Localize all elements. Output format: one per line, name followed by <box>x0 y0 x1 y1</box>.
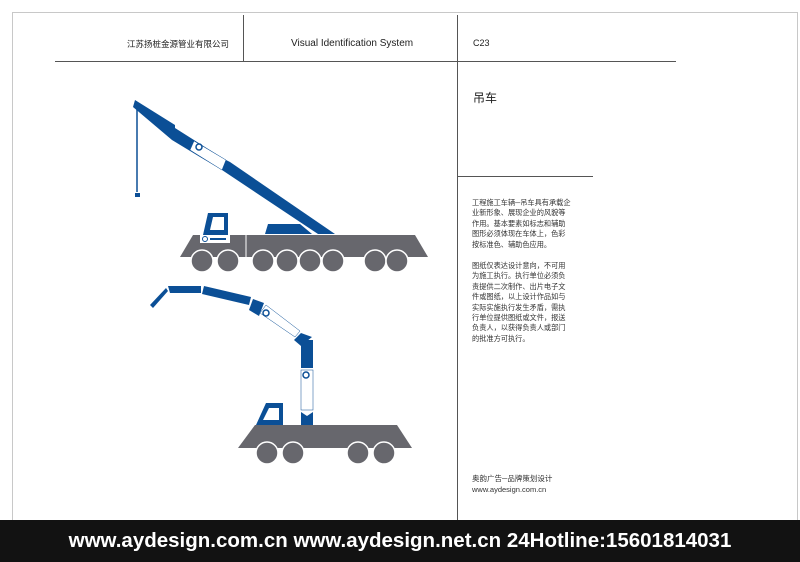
page-code: C23 <box>473 38 490 48</box>
credit-name: 奥韵广告─品牌策划设计 <box>472 474 553 483</box>
column-divider <box>457 15 458 520</box>
title-divider <box>457 176 593 177</box>
crane-truck-extended <box>133 100 428 273</box>
header-separator <box>243 15 244 61</box>
system-title: Visual Identification System <box>291 38 414 49</box>
footer-banner: www.aydesign.com.cn www.aydesign.net.cn … <box>0 520 800 562</box>
header-divider <box>55 61 676 62</box>
credit-url: www.aydesign.com.cn <box>472 485 547 494</box>
description-2: 图纸仅表达设计意向，不可用为施工执行。执行单位必须负责提供二次制作、出片电子文件… <box>472 261 566 343</box>
company-name: 江苏扬桩金源管业有限公司 <box>127 39 230 49</box>
description-1: 工程施工车辆─吊车具有承载企业新形象、展现企业的风貌等作用。基本要素如标志和辅助… <box>472 198 571 249</box>
section-title: 吊车 <box>473 91 498 105</box>
crane-illustrations <box>133 100 428 465</box>
crane-truck-articulated <box>150 286 412 465</box>
page-frame <box>12 12 798 520</box>
